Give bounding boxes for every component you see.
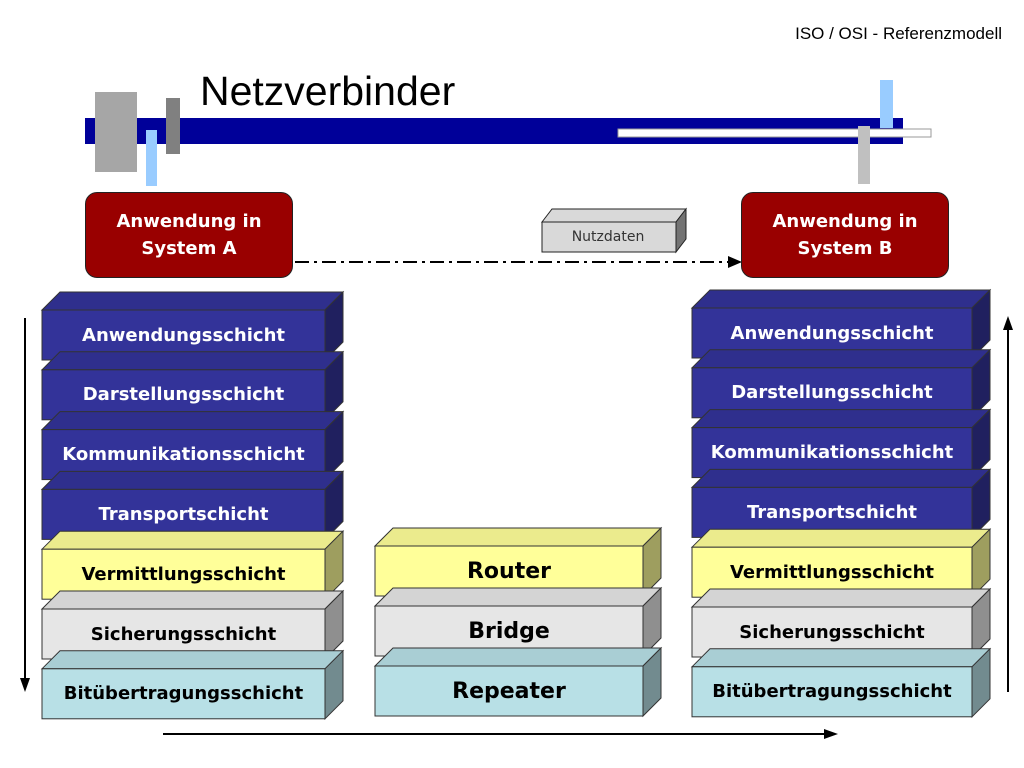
- left-layer-3-label: Kommunikationsschicht: [62, 444, 305, 466]
- left-layer-6-label: Sicherungsschicht: [90, 623, 277, 645]
- left-layer-1-label: Anwendungsschicht: [82, 324, 285, 346]
- title-block-blue-left: [146, 130, 157, 186]
- right-layer-7-label: Bitübertragungsschicht: [712, 681, 952, 703]
- title-block-gray-small: [166, 98, 180, 154]
- device-repeater-label: Repeater: [452, 678, 566, 704]
- left-layer-7: [40, 649, 345, 721]
- nutzdaten-box: [540, 207, 688, 254]
- right-layer-2-label: Darstellungsschicht: [731, 382, 933, 404]
- device-repeater: [373, 646, 663, 718]
- app-system-b-label: Anwendung in System B: [772, 211, 918, 259]
- left-layer-5-label: Vermittlungsschicht: [81, 563, 286, 585]
- title-block-blue-right: [880, 80, 893, 128]
- app-system-a: Anwendung in System A: [85, 192, 293, 278]
- left-layer-4-label: Transportschicht: [98, 503, 269, 525]
- right-layer-5-label: Vermittlungsschicht: [729, 561, 935, 583]
- title-block-gray-right: [858, 126, 870, 184]
- page-title: Netzverbinder: [200, 68, 456, 114]
- device-router-label: Router: [466, 558, 551, 584]
- right-layer-7: [690, 647, 992, 719]
- right-layer-4-label: Transportschicht: [746, 501, 918, 523]
- app-connection-arrowhead: [728, 256, 742, 268]
- right-layer-1-label: Anwendungsschicht: [730, 322, 934, 344]
- app-system-b: Anwendung in System B: [741, 192, 949, 278]
- bottom-arrowhead: [824, 729, 838, 739]
- title-block-gray-large: [95, 92, 137, 172]
- right-layer-3-label: Kommunikationsschicht: [710, 442, 954, 464]
- app-system-a-label: Anwendung in System A: [116, 211, 262, 259]
- left-down-arrowhead: [20, 678, 30, 692]
- title-bar-white-strip: [617, 128, 932, 138]
- device-bridge-label: Bridge: [468, 618, 550, 644]
- right-layer-6-label: Sicherungsschicht: [739, 621, 925, 643]
- header-title: ISO / OSI - Referenzmodell: [795, 24, 1002, 43]
- left-layer-2-label: Darstellungsschicht: [82, 384, 285, 406]
- left-layer-7-label: Bitübertragungsschicht: [63, 683, 304, 705]
- right-up-arrowhead: [1003, 316, 1013, 330]
- nutzdaten-label: Nutzdaten: [571, 229, 645, 245]
